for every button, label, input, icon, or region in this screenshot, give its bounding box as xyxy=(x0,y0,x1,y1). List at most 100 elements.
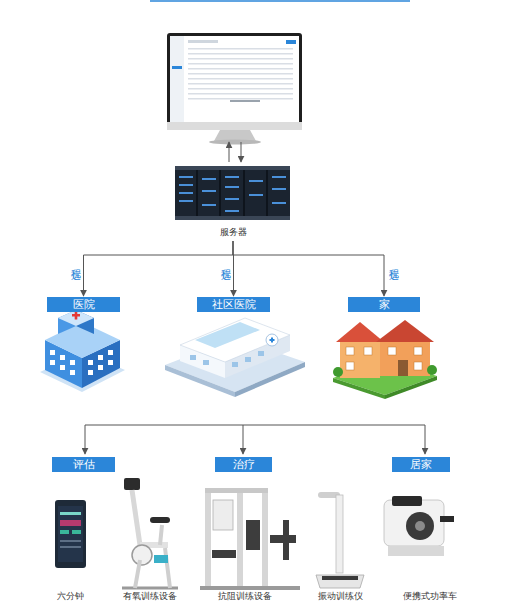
tablet-illustration-part xyxy=(60,546,81,548)
server-illustration-part xyxy=(196,170,268,220)
monitor-illustration-part xyxy=(170,36,184,122)
community-hospital-illustration-part xyxy=(190,351,264,367)
house-illustration-part xyxy=(427,365,437,375)
link-arrows-part xyxy=(229,142,230,162)
server-illustration-part xyxy=(179,176,286,212)
remote-connector xyxy=(84,241,234,296)
portable-bike-illustration-part xyxy=(392,496,422,506)
vibration-trainer-illustration-part xyxy=(322,576,358,580)
monitor-illustration-part-part xyxy=(188,68,293,70)
server-node: 服务器 xyxy=(168,163,298,241)
tablet-illustration-part xyxy=(72,530,81,534)
site-tag: 社区医院 xyxy=(197,297,270,312)
tag-text: 社区医院 xyxy=(197,297,270,312)
hospital-illustration-part-part xyxy=(50,360,55,365)
house-illustration-part-part xyxy=(388,347,396,355)
device-caption: 振动训练仪 xyxy=(318,591,363,603)
hospital-illustration-part xyxy=(50,350,113,375)
aerobic-bike-illustration-part xyxy=(154,555,168,563)
house-illustration xyxy=(333,320,437,399)
hospital-illustration-part-part xyxy=(88,370,93,375)
monitor-illustration-part xyxy=(167,33,302,130)
server-illustration-part-part xyxy=(272,202,286,204)
hospital-illustration-part-part xyxy=(98,355,103,360)
hospital-illustration-part-part xyxy=(50,350,55,355)
community-hospital-illustration-part-part xyxy=(245,357,251,362)
tablet-illustration-part xyxy=(55,500,86,568)
community-hospital-illustration-part-part xyxy=(258,351,264,356)
monitor-illustration-part xyxy=(172,66,182,69)
monitor-illustration-part-part xyxy=(188,53,293,55)
house-illustration-part-part xyxy=(346,362,354,370)
remote-connector xyxy=(233,241,384,296)
monitor-illustration-part-part xyxy=(188,93,293,95)
tag-text: 居家 xyxy=(392,457,450,472)
house-illustration-part-part xyxy=(414,347,422,355)
device-caption: 六分钟 xyxy=(57,591,84,603)
hospital-illustration xyxy=(40,310,125,392)
portable-bike-illustration-part xyxy=(388,546,444,556)
hospital-illustration-part-part xyxy=(70,370,75,375)
tablet-illustration-part xyxy=(60,530,69,534)
portable-bike-illustration-part xyxy=(406,512,434,540)
monitor-illustration-part xyxy=(167,122,302,130)
device-caption: 便携式功率车 xyxy=(403,591,457,603)
server-illustration-part-part xyxy=(249,194,263,196)
house-illustration-part-part xyxy=(414,362,422,370)
hospital-illustration-part-part xyxy=(98,365,103,370)
hospital-illustration-part-part xyxy=(60,365,65,370)
monitor-illustration-part-part xyxy=(188,73,293,75)
category-split-lines xyxy=(85,425,425,454)
node-caption: 服务器 xyxy=(168,226,298,239)
community-hospital-illustration xyxy=(165,318,305,397)
hospital-illustration-part xyxy=(75,311,78,320)
community-hospital-illustration-part xyxy=(180,318,290,362)
link-arrows-part xyxy=(241,142,242,162)
tablet-illustration-part xyxy=(58,506,83,562)
resistance-machine-illustration-part xyxy=(262,492,268,588)
tag-text: 家 xyxy=(348,297,420,312)
monitor-illustration-part xyxy=(188,40,218,43)
monitor-illustration-part-part xyxy=(188,58,293,60)
tag-text: 评估 xyxy=(52,457,115,472)
resistance-machine-illustration-part xyxy=(212,550,236,558)
vibration-trainer-illustration-part xyxy=(336,495,343,573)
community-hospital-illustration-part xyxy=(266,334,278,346)
community-hospital-illustration-part-part xyxy=(190,355,196,360)
aerobic-bike-illustration-part xyxy=(160,525,162,545)
hospital-illustration-part xyxy=(58,310,94,326)
device-caption: 抗阻训练设备 xyxy=(218,591,272,603)
resistance-machine-illustration xyxy=(200,488,300,590)
server-illustration-part xyxy=(175,166,290,170)
house-illustration-part xyxy=(385,376,437,399)
house-illustration-part xyxy=(333,378,385,399)
aerobic-bike-illustration-part xyxy=(165,548,170,588)
category-split-lines-part xyxy=(243,425,244,454)
server-illustration-part-part xyxy=(179,176,193,178)
aerobic-bike-illustration-part xyxy=(124,478,140,490)
monitor-illustration-part-part xyxy=(188,98,293,100)
house-illustration-part-part xyxy=(364,347,372,355)
category-split-lines-part xyxy=(85,425,86,454)
monitor-illustration-part-part xyxy=(188,88,293,90)
portable-bike-illustration-part xyxy=(440,516,454,522)
aerobic-bike-illustration-part xyxy=(135,560,140,588)
server-illustration-part-part xyxy=(225,186,239,188)
monitor-illustration-part-part xyxy=(188,78,293,80)
house-illustration-part xyxy=(346,347,422,370)
aerobic-bike-illustration-part xyxy=(132,545,152,565)
house-illustration-part xyxy=(376,320,434,342)
resistance-machine-illustration-part xyxy=(205,488,268,493)
resistance-machine-illustration-part xyxy=(200,586,300,590)
top-rule xyxy=(150,0,410,2)
community-hospital-illustration-part-part xyxy=(203,360,209,365)
hospital-illustration-part-part xyxy=(108,360,113,365)
monitor-illustration xyxy=(167,33,302,145)
category-tag: 评估 xyxy=(52,457,115,472)
hospital-illustration-part-part xyxy=(108,350,113,355)
tablet-illustration-part xyxy=(60,540,81,542)
category-split-lines-part xyxy=(425,425,426,454)
tablet-illustration-part xyxy=(60,512,81,515)
portable-bike-illustration-part xyxy=(384,500,444,546)
